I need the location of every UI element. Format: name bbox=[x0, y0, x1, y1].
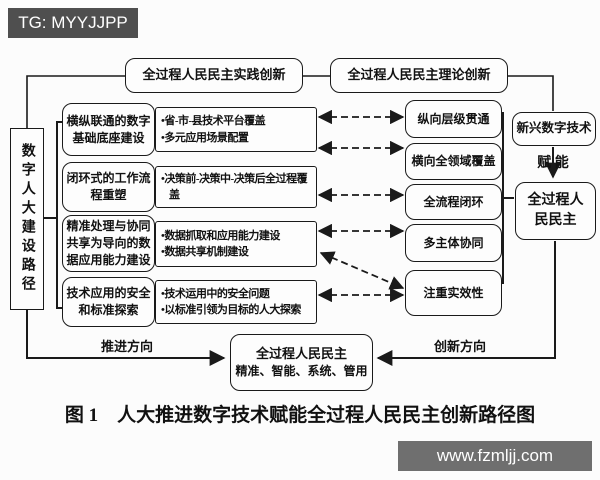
path-label-1-text: 横纵联通的数字基础底座建设 bbox=[66, 113, 151, 145]
line-theory-to-tech bbox=[508, 75, 554, 111]
path-label-3: 精准处理与协同共享为导向的数据应用能力建设 bbox=[62, 215, 155, 272]
feature-box-5: 注重实效性 bbox=[405, 270, 502, 316]
emerging-tech-box: 新兴数字技术 bbox=[512, 112, 596, 146]
arrow-promote-direction bbox=[26, 310, 226, 366]
left-axis-box: 数字人大建设路径 bbox=[10, 128, 44, 310]
arrow-innovate-direction bbox=[376, 241, 556, 366]
feature-label-1: 纵向层级贯通 bbox=[417, 111, 490, 126]
emerging-tech-label: 新兴数字技术 bbox=[516, 121, 592, 136]
theory-innovation-box: 全过程人民民主理论创新 bbox=[330, 58, 508, 93]
path-detail-2: •决策前-决策中-决策后全过程覆盖 bbox=[155, 166, 317, 208]
figure-caption: 图 1 人大推进数字技术赋能全过程人民民主创新路径图 bbox=[64, 405, 536, 426]
feature-box-3: 全流程闭环 bbox=[405, 184, 502, 220]
feature-label-5: 注重实效性 bbox=[423, 285, 484, 300]
path-detail-1-line-1: •省-市-县技术平台覆盖 bbox=[161, 115, 266, 127]
link-row3-feature5 bbox=[319, 251, 405, 290]
feature-label-4: 多主体协同 bbox=[423, 235, 484, 250]
watermark-site: www.fzmljj.com bbox=[398, 441, 592, 471]
path-detail-2-line-1: •决策前-决策中-决策后全过程覆盖 bbox=[161, 172, 308, 202]
path-detail-3: •数据抓取和应用能力建设 •数据共享机制建设 bbox=[155, 221, 317, 267]
path-detail-3-line-2: •数据共享机制建设 bbox=[161, 246, 249, 258]
left-group-bracket bbox=[44, 121, 65, 309]
goal-box-line-1: 全过程人民民主 bbox=[255, 346, 347, 361]
path-detail-4-line-1: •技术运用中的安全问题 bbox=[161, 287, 270, 300]
innovate-direction-label: 创新方向 bbox=[433, 339, 486, 354]
practice-innovation-box: 全过程人民民主实践创新 bbox=[125, 58, 303, 93]
line-axis-to-practice bbox=[26, 75, 125, 128]
path-label-1: 横纵联通的数字基础底座建设 bbox=[62, 103, 155, 156]
feature-box-4: 多主体协同 bbox=[405, 224, 502, 262]
promote-direction-label: 推进方向 bbox=[100, 339, 153, 354]
path-label-4: 技术应用的安全和标准探索 bbox=[62, 277, 155, 327]
watermark-tag: TG: MYYJJPP bbox=[8, 8, 138, 38]
path-label-4-text: 技术应用的安全和标准探索 bbox=[66, 286, 151, 317]
feature-label-2: 横向全领域覆盖 bbox=[411, 154, 496, 169]
empower-label: 赋 能 bbox=[537, 156, 569, 171]
path-detail-4-line-2: •以标准引领为目标的人大探索 bbox=[161, 304, 301, 316]
democracy-label: 全过程人民民主 bbox=[527, 193, 584, 228]
left-axis-label: 数字人大建设路径 bbox=[19, 143, 35, 295]
path-detail-1-line-2: •多元应用场景配置 bbox=[161, 131, 249, 144]
practice-innovation-label: 全过程人民民主实践创新 bbox=[142, 67, 286, 83]
feature-label-3: 全流程闭环 bbox=[423, 194, 484, 209]
feature-box-2: 横向全领域覆盖 bbox=[405, 143, 502, 180]
democracy-box: 全过程人民民主 bbox=[515, 182, 596, 240]
goal-box-line-2: 精准、智能、系统、管用 bbox=[235, 364, 368, 379]
path-label-2-text: 闭环式的工作流程重塑 bbox=[66, 171, 151, 202]
dashed-links bbox=[317, 109, 405, 303]
goal-box: 全过程人民民主 精准、智能、系统、管用 bbox=[230, 334, 373, 391]
feature-box-1: 纵向层级贯通 bbox=[405, 100, 502, 138]
path-detail-3-line-1: •数据抓取和应用能力建设 bbox=[161, 229, 280, 242]
path-label-3-text: 精准处理与协同共享为导向的数据应用能力建设 bbox=[66, 219, 151, 267]
path-detail-4: •技术运用中的安全问题 •以标准引领为目标的人大探索 bbox=[155, 280, 317, 324]
path-detail-1: •省-市-县技术平台覆盖 •多元应用场景配置 bbox=[155, 107, 317, 152]
path-label-2: 闭环式的工作流程重塑 bbox=[62, 162, 155, 212]
theory-innovation-label: 全过程人民民主理论创新 bbox=[347, 67, 491, 83]
